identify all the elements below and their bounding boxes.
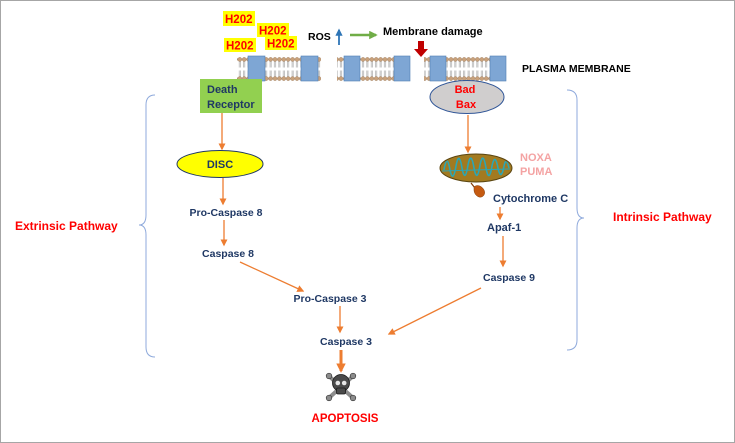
mitochondrion-cristae [443,157,510,177]
bad-bax-ellipse [429,80,505,114]
plasma-membrane-label: PLASMA MEMBRANE [522,63,631,75]
skull-eye [341,380,347,386]
apoptosis-label: APOPTOSIS [312,413,379,425]
h2o2-label: H202 [225,14,253,26]
mitochondrion-icon [439,153,513,183]
cytochrome-c-label: Cytochrome C [493,193,568,205]
mitochondrion-body [439,153,513,183]
arrow-down-icon [414,41,428,57]
h2o2-highlight [265,36,297,50]
cytochrome-c-molecule [473,185,485,198]
caspase-9-label: Caspase 9 [483,272,535,284]
oxidant-stimulus: H202 H202 H202 H202 [223,11,297,53]
death-receptor-label: Death [207,84,238,96]
pro-caspase-8-label: Pro-Caspase 8 [190,207,263,219]
skull-jaw [336,387,346,395]
pro-caspase-3-label: Pro-Caspase 3 [294,293,367,305]
h2o2-highlight [223,11,255,26]
membrane-protein [393,55,411,82]
plasma-membrane [237,55,507,82]
intrinsic-pathway-label: Intrinsic Pathway [613,210,712,224]
death-receptor-box [200,79,262,113]
extrinsic-brace [138,94,156,358]
cytochrome-c-release-icon [470,182,485,198]
membrane-protein [489,55,507,82]
disc-ellipse [176,150,264,178]
mitochondrion-inner-membrane [441,168,511,172]
h2o2-highlight [224,38,256,52]
caspase-8-label: Caspase 8 [202,248,254,260]
noxa-label: NOXA [520,152,552,164]
h2o2-label: H202 [259,26,287,38]
apaf-1-label: Apaf-1 [487,222,521,234]
membrane-damage-label: Membrane damage [383,26,483,38]
bone-end [349,394,357,402]
bone-end [349,372,357,380]
h2o2-label: H202 [267,39,295,51]
bad-bax-label: Bax [456,99,477,111]
disc-label: DISC [207,159,233,171]
arrow-caspase-9-to-caspase-3 [387,287,482,335]
membrane-protein [429,55,447,82]
h2o2-highlight [257,23,289,37]
h2o2-label: H202 [226,41,254,53]
membrane-protein [247,55,266,82]
puma-label: PUMA [520,166,552,178]
intrinsic-brace [566,89,585,351]
bad-bax-label: Bad [455,84,476,96]
arrow-caspase-8-to-pro-caspase-3 [239,261,305,292]
death-receptor-label: Receptor [207,99,255,111]
ros-label: ROS [308,31,331,43]
membrane-protein [343,55,361,82]
caspase-3-label: Caspase 3 [320,336,372,348]
bone-end [325,372,333,380]
extrinsic-pathway-label: Extrinsic Pathway [15,219,118,233]
skull-crossbones-icon [325,372,357,402]
skull-eye [335,380,341,386]
bone-end [325,394,333,402]
membrane-protein [300,55,319,82]
